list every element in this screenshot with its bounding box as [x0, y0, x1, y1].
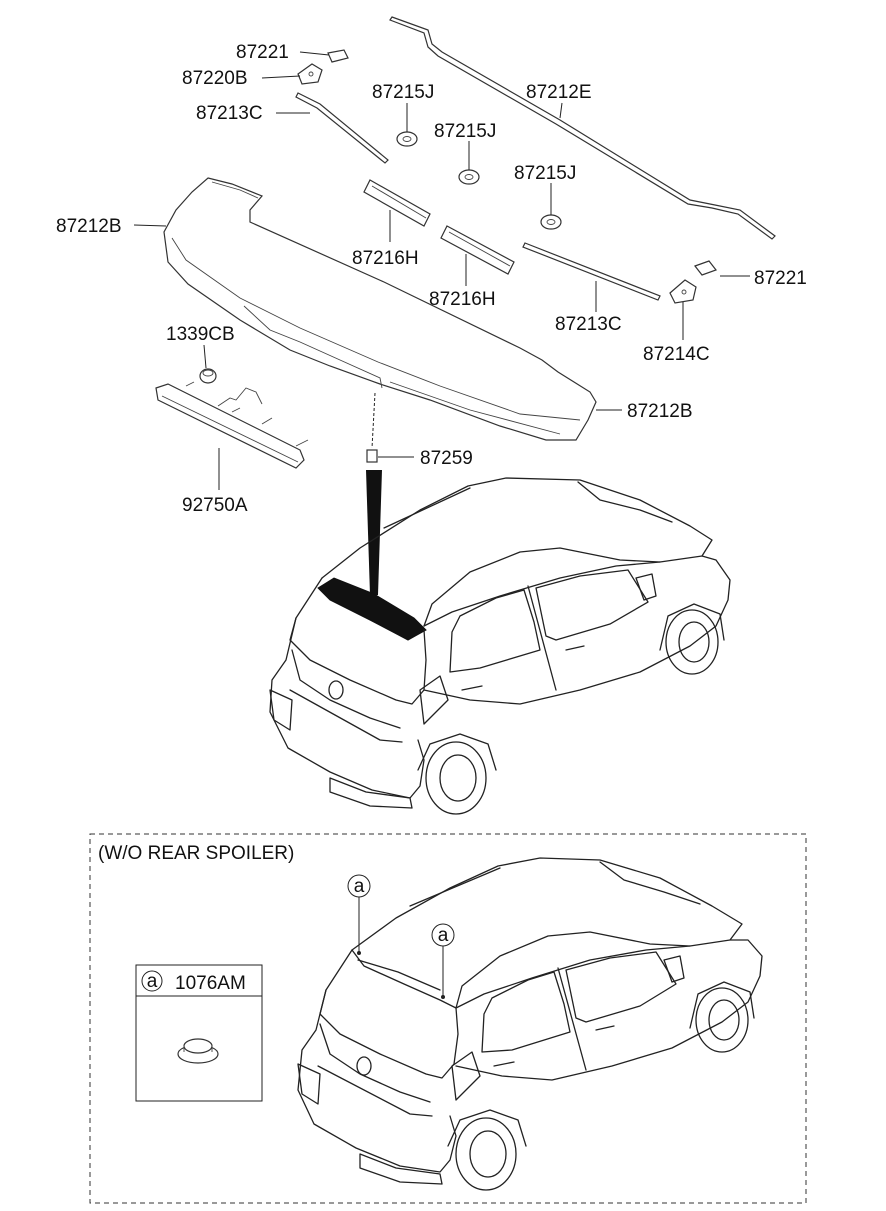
tape-87221-right[interactable] [694, 260, 717, 276]
strip-87213C-right[interactable] [522, 242, 661, 301]
label-87215J-3: 87215J [514, 163, 576, 184]
bracket-hole [308, 71, 314, 77]
grommet-87215J-1[interactable] [396, 131, 418, 147]
label-87215J-1: 87215J [372, 82, 434, 103]
label-87213C-right: 87213C [555, 314, 622, 335]
car-without-spoiler [297, 857, 763, 1191]
label-87259: 87259 [420, 448, 473, 469]
strip-87213C-top[interactable] [295, 92, 389, 164]
install-pointer [366, 470, 382, 595]
bracket-87214C[interactable] [669, 279, 697, 304]
wo-rear-spoiler-frame [89, 833, 807, 1204]
plug-1076AM-icon[interactable] [177, 1038, 219, 1064]
label-87213C-top: 87213C [196, 103, 263, 124]
label-87216H-1: 87216H [352, 248, 419, 269]
pad-87216H-1-detail [371, 185, 427, 219]
clip-guide-line [371, 392, 376, 449]
tape-87221-top[interactable] [327, 49, 349, 63]
pad-87216H-2-detail [448, 231, 511, 267]
spoiler-87212B[interactable] [163, 177, 597, 441]
label-87212B-right: 87212B [627, 401, 693, 422]
clip-87259[interactable] [366, 449, 378, 463]
car-with-spoiler [269, 477, 731, 815]
legend-part-1076AM: 1076AM [175, 973, 246, 994]
legend-1076AM: a 1076AM [135, 964, 263, 1102]
label-87214C: 87214C [643, 344, 710, 365]
label-87220B: 87220B [182, 68, 248, 89]
marker-a-1: a [347, 874, 371, 955]
label-87221-right: 87221 [754, 268, 807, 289]
bracket-hole-2 [681, 289, 687, 295]
moulding-87212E[interactable] [389, 16, 776, 240]
svg-text:a: a [354, 876, 365, 897]
svg-text:a: a [438, 925, 449, 946]
bracket-87220B[interactable] [297, 63, 323, 85]
label-87212B-left: 87212B [56, 216, 122, 237]
stop-lamp-92750A[interactable] [155, 381, 309, 469]
nut-1339CB[interactable] [199, 368, 217, 384]
label-87215J-2: 87215J [434, 121, 496, 142]
label-87212E: 87212E [526, 82, 592, 103]
grommet-87215J-3[interactable] [540, 214, 562, 230]
wo-section-title: (W/O REAR SPOILER) [98, 843, 294, 864]
label-87216H-2: 87216H [429, 289, 496, 310]
label-87221-top: 87221 [236, 42, 289, 63]
grommet-87215J-2[interactable] [458, 169, 480, 185]
legend-marker: a [147, 971, 158, 992]
marker-a-2: a [431, 923, 455, 999]
leader-lines [133, 51, 750, 490]
label-1339CB: 1339CB [166, 324, 235, 345]
label-92750A: 92750A [182, 495, 248, 516]
